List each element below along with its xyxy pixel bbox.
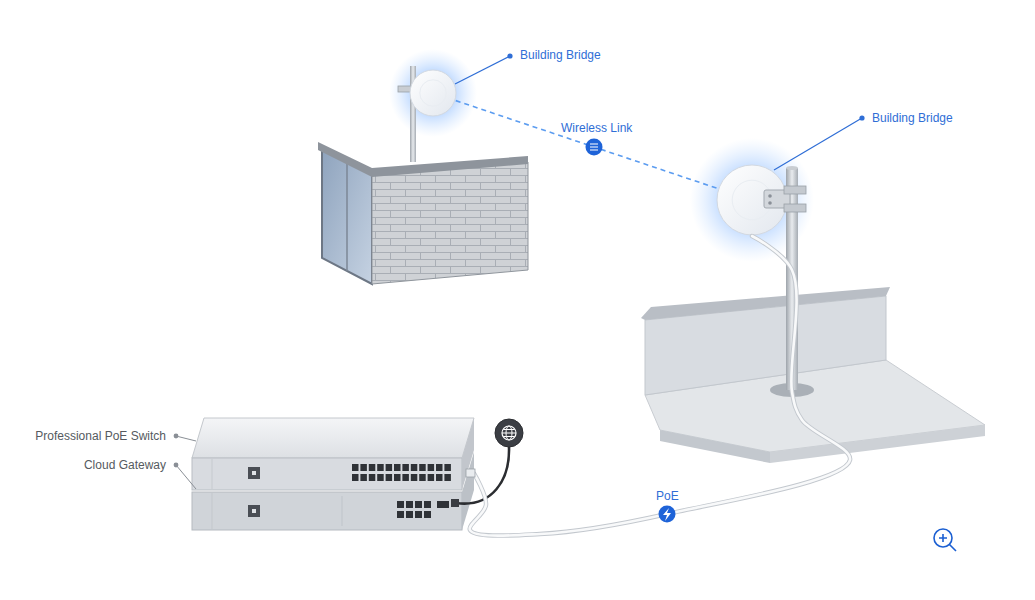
- network-port: [436, 474, 443, 481]
- slab-edge: [660, 430, 770, 463]
- link-label: Wireless Link: [561, 121, 632, 135]
- internet-icon: [495, 419, 523, 447]
- wireless-link: [456, 101, 718, 189]
- power-socket: [252, 471, 256, 475]
- network-port: [428, 464, 435, 471]
- leader-dot: [507, 53, 512, 58]
- device-label: Building Bridge: [520, 48, 601, 62]
- network-port: [411, 474, 418, 481]
- network-port: [386, 474, 393, 481]
- cable-outline: [470, 236, 850, 536]
- leader-line: [455, 56, 510, 84]
- globe-glyph: [502, 430, 516, 437]
- network-port: [419, 464, 426, 471]
- zoom-icon: [934, 529, 952, 547]
- connector-layer: [456, 101, 850, 536]
- network-port: [397, 501, 404, 508]
- network-port: [352, 474, 359, 481]
- network-port: [406, 511, 413, 518]
- network-port: [394, 464, 401, 471]
- bridge-device: Building Bridge: [716, 164, 788, 236]
- network-port: [436, 464, 443, 471]
- globe-glyph: [502, 426, 516, 440]
- poe-icon: [659, 506, 676, 523]
- parapet-coping: [641, 287, 890, 320]
- device-outline: [409, 69, 457, 117]
- device-outline: [192, 492, 474, 532]
- device-top: [192, 418, 474, 458]
- window-frame: [346, 160, 348, 271]
- rack-ear: [212, 459, 213, 489]
- link-label: PoE: [656, 489, 679, 503]
- pole-clamp: [784, 204, 806, 212]
- network-port: [411, 464, 418, 471]
- device-front: [192, 492, 462, 530]
- network-port: [415, 511, 422, 518]
- poe-cable: [470, 236, 850, 536]
- device-front: [192, 458, 462, 490]
- device-label: Building Bridge: [872, 111, 953, 125]
- rack-ear: [212, 493, 213, 529]
- dashed-link: [456, 101, 718, 189]
- network-port: [377, 464, 384, 471]
- network-port: [386, 464, 393, 471]
- wireless-icon-glyph: [590, 144, 598, 150]
- cable-core: [470, 236, 850, 536]
- power-socket: [252, 509, 256, 513]
- network-port: [360, 464, 367, 471]
- device-label: Professional PoE Switch: [35, 429, 166, 443]
- brick-wall: [372, 162, 528, 284]
- leader-dot: [174, 463, 179, 468]
- globe-glyph: [506, 426, 512, 440]
- sfp-port: [437, 501, 449, 508]
- network-port: [369, 474, 376, 481]
- network-port: [419, 474, 426, 481]
- disc-ring: [732, 180, 772, 220]
- network-port: [377, 474, 384, 481]
- network-port: [360, 474, 367, 481]
- network-port: [402, 474, 409, 481]
- power-socket: [248, 467, 260, 479]
- wireless-icon: [586, 139, 603, 156]
- disc-ring: [420, 80, 446, 106]
- zoom-icon-glyph: [939, 534, 956, 551]
- device-outline: [716, 164, 788, 236]
- pole-cap: [786, 166, 798, 170]
- bridge-device: Building Bridge: [409, 69, 457, 117]
- slab-edge: [770, 425, 985, 463]
- leader-dot: [174, 434, 179, 439]
- gateway-device: Cloud Gateway: [192, 492, 474, 532]
- switch-device: Professional PoE Switch: [192, 418, 474, 492]
- network-port: [428, 474, 435, 481]
- network-port: [424, 511, 431, 518]
- leader-dot: [859, 115, 864, 120]
- mount-pole: [786, 168, 798, 390]
- device-outline: [192, 418, 474, 492]
- panel-divider: [342, 496, 343, 526]
- network-port: [369, 464, 376, 471]
- wall-coping: [318, 142, 528, 177]
- pole-clamp: [784, 186, 806, 194]
- network-port: [397, 511, 404, 518]
- network-port: [444, 464, 451, 471]
- network-port: [402, 464, 409, 471]
- device-disc: [717, 165, 787, 235]
- network-port: [406, 501, 413, 508]
- bridge-glow: [389, 49, 477, 137]
- network-port: [394, 474, 401, 481]
- device-side: [462, 452, 474, 530]
- leader-line: [176, 436, 196, 441]
- network-port: [444, 474, 451, 481]
- poe-icon-glyph: [663, 508, 671, 521]
- network-port: [424, 501, 431, 508]
- network-port: [415, 501, 422, 508]
- power-socket: [248, 505, 260, 517]
- device-label: Cloud Gateway: [84, 458, 166, 472]
- device-disc: [410, 70, 456, 116]
- leader-line: [774, 118, 862, 170]
- network-port: [352, 464, 359, 471]
